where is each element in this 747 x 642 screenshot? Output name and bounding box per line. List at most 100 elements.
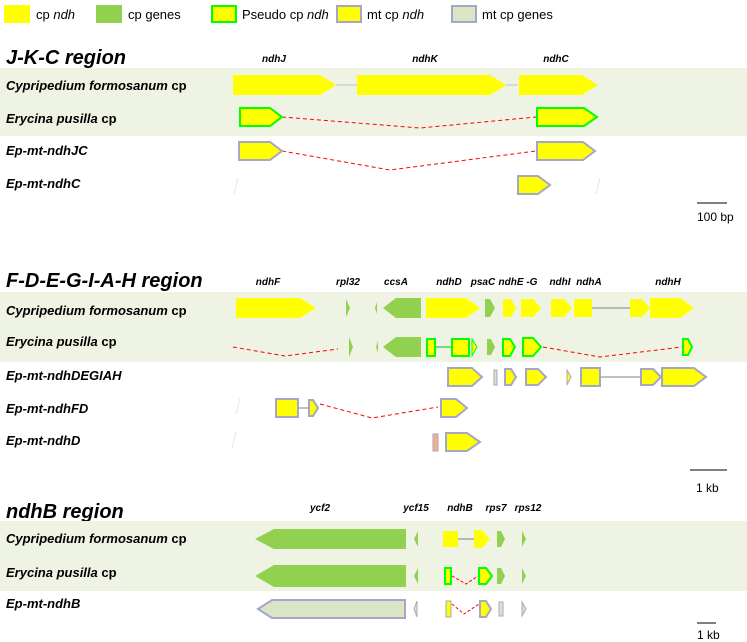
legend-item-mt-ndh: mt cp ndh [336, 5, 424, 23]
gene-arrow [414, 531, 418, 547]
gene-label: rps7 [485, 503, 507, 514]
gene-label: ndhJ [262, 54, 286, 65]
row-name: Ep-mt-ndhC [6, 176, 81, 191]
legend-swatch-pseudo [211, 5, 237, 23]
mt-gene-arrow [308, 399, 320, 417]
gene-exon [443, 531, 458, 547]
legend-swatch-mt-ndh [336, 5, 362, 23]
mt-gene-arrow [504, 368, 518, 386]
gene-arrow [349, 337, 353, 357]
deletion-dashed-line [542, 346, 683, 358]
scale-bar-label: 1 kb [696, 481, 719, 495]
mt-gene-exon [580, 367, 601, 387]
scale-bar-label: 100 bp [697, 210, 734, 224]
fragment-end-mark [233, 177, 239, 195]
gene-label: ndhB [447, 503, 473, 514]
legend-swatch-cp-ndh [4, 5, 30, 23]
mt-gene-fragment [521, 600, 527, 618]
legend-swatch-cp-genes [96, 5, 122, 23]
gene-arrow [497, 531, 505, 547]
region-fdegiah: F-D-E-G-I-A-H region ndhF rpl32 ccsA ndh… [0, 270, 747, 495]
gene-label: ycf15 [402, 503, 429, 514]
row-name: Cypripedium formosanum cp [6, 78, 187, 93]
gene-arrow [522, 531, 526, 547]
mt-gene-arrow [447, 367, 484, 387]
gene-label: ndhF [256, 277, 281, 288]
pseudo-gene-arrow [682, 338, 694, 356]
fragment-end-mark [595, 177, 601, 195]
gene-arrow [487, 339, 495, 355]
legend-item-cp-ndh: cp ndh [4, 5, 75, 23]
legend-label-cp-ndh: cp ndh [36, 7, 75, 22]
pseudo-gene-arrow [522, 337, 543, 357]
row-name: Erycina pusilla cp [6, 565, 117, 580]
mt-gene-fragment [493, 369, 498, 386]
gene-arrow [255, 529, 406, 549]
gene-arrow [426, 298, 480, 318]
gene-arrow [630, 299, 650, 317]
mt-gene-arrow [445, 432, 482, 452]
gene-arrow [375, 302, 377, 314]
mt-gene-fragment [413, 600, 418, 618]
region-jkc: J-K-C region ndhJ ndhK ndhC Cypripedium … [0, 47, 747, 224]
mt-gene-arrow [661, 367, 708, 387]
legend-label-cp-genes: cp genes [128, 7, 181, 22]
row-name: Ep-mt-ndhD [6, 433, 81, 448]
region-title: ndhB region [6, 501, 124, 523]
gene-arrow [519, 75, 598, 95]
row-name: Cypripedium formosanum cp [6, 303, 187, 318]
pseudo-gene-arrow [502, 338, 517, 357]
legend-swatch-mt-genes [451, 5, 477, 23]
deletion-dashed-line [319, 403, 439, 419]
mt-gene-arrow [440, 398, 469, 418]
gene-arrow [551, 299, 572, 317]
deletion-dashed-line [451, 575, 479, 585]
gene-label: ndhI [549, 277, 570, 288]
row-name: Ep-mt-ndhDEGIAH [6, 368, 122, 383]
mt-gene-arrow [536, 141, 597, 161]
gene-exon [574, 299, 592, 317]
legend-label-mt-ndh: mt cp ndh [367, 7, 424, 22]
deletion-dashed-line [281, 150, 537, 171]
mt-gene-arrow [517, 175, 552, 195]
legend: cp ndh cp genes Pseudo cp ndh mt cp ndh … [4, 5, 553, 23]
mt-gene-fragment [498, 601, 504, 617]
pseudo-gene-arrow [478, 567, 494, 585]
region-title: J-K-C region [6, 47, 126, 69]
row-band [0, 104, 747, 136]
deletion-dashed-line [232, 346, 339, 357]
row-name: Erycina pusilla cp [6, 111, 117, 126]
row-name: Ep-mt-ndhJC [6, 143, 88, 158]
pseudo-gene-exon [451, 338, 470, 357]
pseudo-gene-exon [426, 338, 436, 357]
gene-label: ycf2 [309, 503, 330, 514]
gene-label: ndhD [436, 277, 462, 288]
region-ndhb: ndhB region ycf2 ycf15 ndhB rps7 rps12 C… [0, 501, 747, 642]
pseudo-gene-arrow [536, 107, 599, 127]
row-band [0, 292, 747, 328]
mt-gene-exon [445, 600, 452, 618]
fragment-end-mark [231, 431, 237, 449]
gene-label: ndhC [543, 54, 569, 65]
legend-item-pseudo: Pseudo cp ndh [211, 5, 329, 23]
gene-label: ndhE -G [499, 277, 538, 288]
gene-label: ndhA [576, 277, 602, 288]
gene-arrow [357, 75, 506, 95]
gene-arrow [485, 299, 495, 317]
mt-gene-arrow [640, 368, 663, 386]
gene-arrow [255, 565, 406, 587]
region-title: F-D-E-G-I-A-H region [6, 270, 203, 292]
mt-gene-arrow [525, 368, 548, 386]
gene-arrow [414, 568, 418, 584]
pseudo-gene-exon [444, 567, 452, 585]
gene-arrow [346, 299, 350, 317]
gene-label: rpl32 [336, 277, 360, 288]
gene-arrow [521, 299, 541, 317]
gene-arrow [497, 568, 505, 584]
gene-arrow [236, 298, 316, 318]
gene-label: rps12 [515, 503, 542, 514]
row-band [0, 328, 747, 362]
legend-label-pseudo: Pseudo cp ndh [242, 7, 329, 22]
gene-arrow [376, 341, 378, 353]
